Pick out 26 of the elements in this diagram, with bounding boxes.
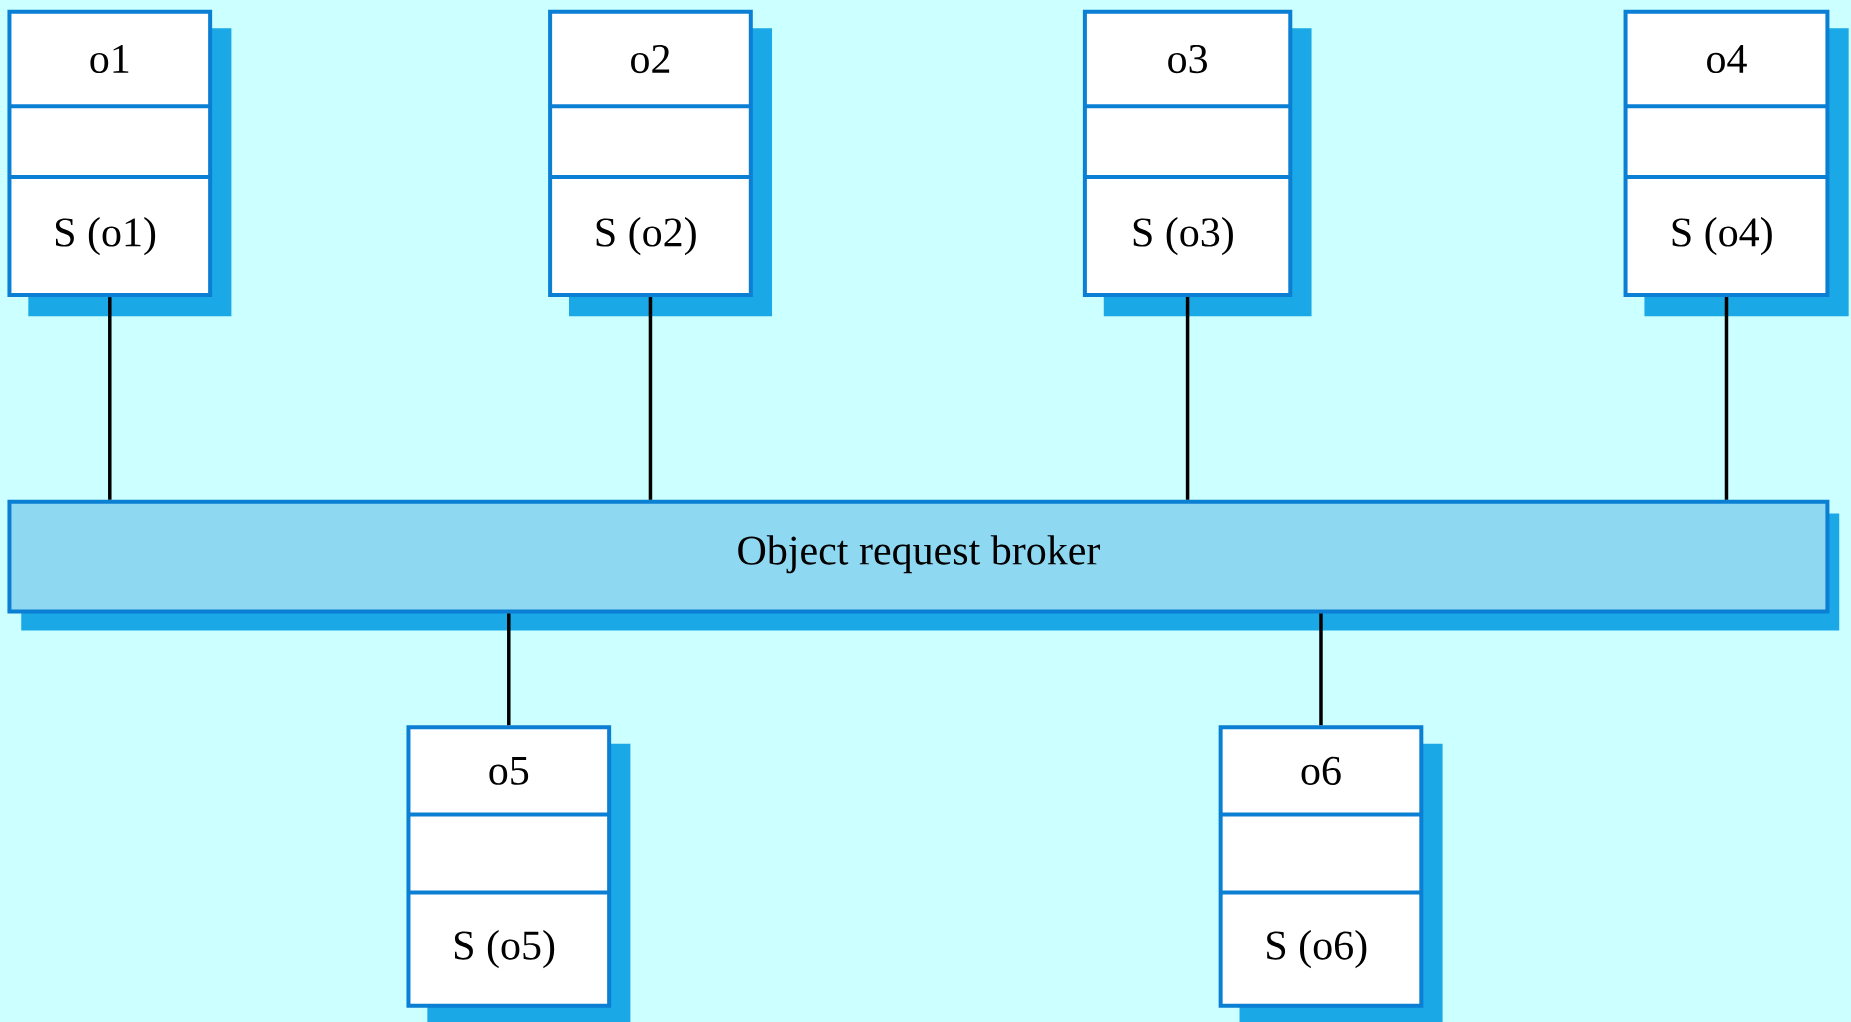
object-box — [1082, 9, 1312, 317]
band-label: Object request broker — [738, 535, 1100, 574]
object-name: o4 — [1707, 45, 1747, 74]
state-label: S (o5) — [454, 930, 555, 969]
state-label: S (o1) — [55, 217, 156, 256]
state-label: S (o3) — [1133, 217, 1233, 256]
object-box — [548, 9, 773, 317]
object-box — [7, 9, 232, 317]
state-label: S (o2) — [596, 217, 696, 256]
connector-line — [507, 613, 511, 726]
connector-line — [108, 297, 112, 500]
object-name: o5 — [489, 756, 529, 785]
connector-line — [1724, 297, 1729, 500]
object-box — [1623, 9, 1849, 317]
object-name: o6 — [1301, 756, 1341, 785]
object-name: o3 — [1168, 44, 1207, 74]
object-name: o2 — [631, 44, 670, 74]
connector-line — [648, 297, 653, 500]
state-label: S (o4) — [1672, 217, 1772, 256]
connector-line — [1185, 297, 1190, 500]
object-box — [406, 725, 631, 1022]
connector-line — [1319, 613, 1323, 726]
object-name: o1 — [90, 44, 129, 74]
state-label: S (o6) — [1267, 930, 1367, 969]
broker-band — [7, 499, 1840, 631]
object-box — [1218, 725, 1443, 1022]
